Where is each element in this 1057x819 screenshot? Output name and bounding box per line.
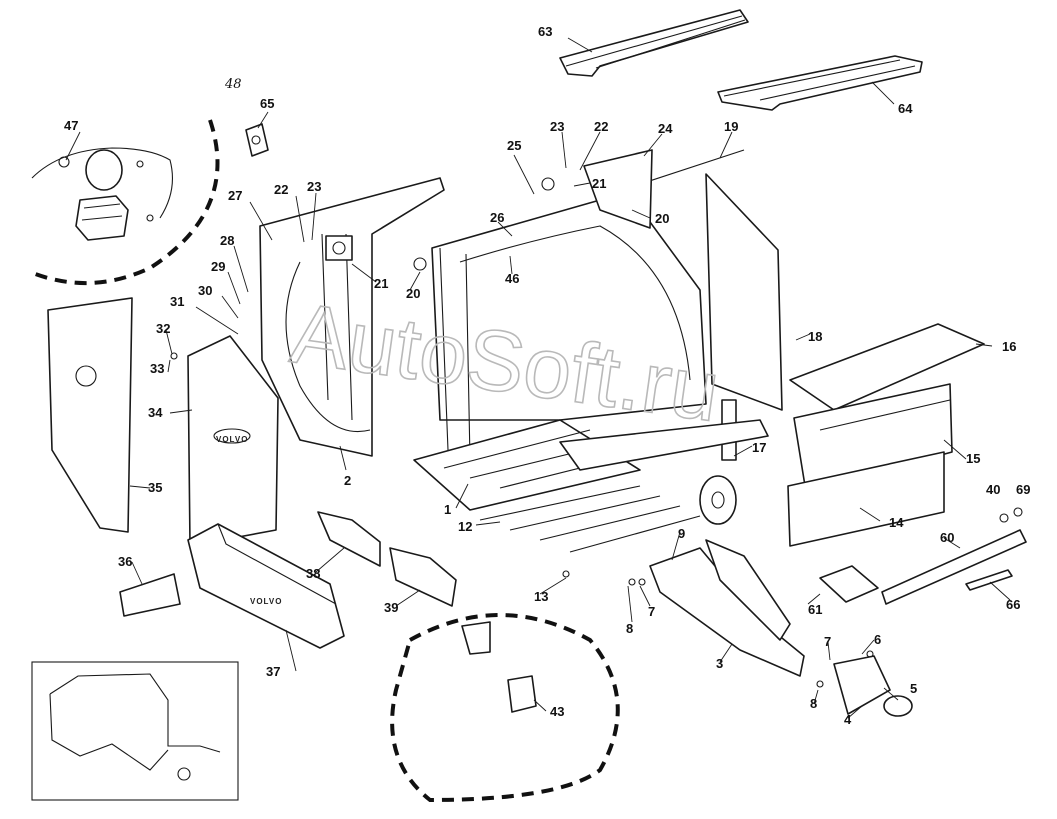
strip-66 — [965, 569, 1013, 591]
label-17: 17 — [752, 440, 766, 455]
label-26: 26 — [490, 210, 504, 225]
panel-24 — [541, 149, 653, 229]
front-frame-2 — [259, 177, 445, 457]
label-24: 24 — [658, 121, 673, 136]
label-7b: 7 — [824, 634, 831, 649]
label-16: 16 — [1002, 339, 1016, 354]
roof-rail-64 — [717, 55, 923, 111]
label-32: 32 — [156, 321, 170, 336]
label-2: 2 — [344, 473, 351, 488]
label-15: 15 — [966, 451, 980, 466]
leader-lines — [65, 37, 1011, 719]
label-46: 46 — [505, 271, 519, 286]
label-61: 61 — [808, 602, 822, 617]
label-23b: 23 — [550, 119, 564, 134]
label-37: 37 — [266, 664, 280, 679]
label-21b: 21 — [592, 176, 606, 191]
label-12: 12 — [458, 519, 472, 534]
drawbar-3 — [649, 539, 805, 677]
brand-mark-cover: VOLVO — [250, 597, 282, 606]
roof-rail-63 — [559, 9, 749, 77]
label-28: 28 — [220, 233, 234, 248]
label-47: 47 — [64, 118, 78, 133]
label-43: 43 — [550, 704, 564, 719]
label-9: 9 — [678, 526, 685, 541]
label-63: 63 — [538, 24, 552, 39]
detail-circle-48 — [29, 119, 220, 285]
fasteners — [170, 352, 1023, 688]
rear-light-assembly-47 — [31, 147, 173, 241]
label-18: 18 — [808, 329, 822, 344]
inset-silhouette — [31, 661, 239, 801]
label-31: 31 — [170, 294, 184, 309]
label-39: 39 — [384, 600, 398, 615]
label-35: 35 — [148, 480, 162, 495]
skirt-14 — [787, 451, 945, 547]
detail-circle-43 — [390, 613, 620, 803]
toolbox-15 — [793, 383, 953, 493]
label-27: 27 — [228, 188, 242, 203]
label-7a: 7 — [648, 604, 655, 619]
label-13: 13 — [534, 589, 548, 604]
label-5: 5 — [910, 681, 917, 696]
label-34: 34 — [148, 405, 163, 420]
jockey-wheel-17 — [559, 399, 769, 525]
label-64: 64 — [898, 101, 913, 116]
label-65: 65 — [260, 96, 274, 111]
label-40: 40 — [986, 482, 1000, 497]
label-60: 60 — [940, 530, 954, 545]
label-3: 3 — [716, 656, 723, 671]
plate-65 — [245, 123, 269, 157]
plate-36 — [119, 573, 181, 617]
label-33: 33 — [150, 361, 164, 376]
label-66: 66 — [1006, 597, 1020, 612]
label-69: 69 — [1016, 482, 1030, 497]
brand-mark-panel: VOLVO — [216, 435, 248, 444]
label-36: 36 — [118, 554, 132, 569]
label-21a: 21 — [374, 276, 388, 291]
label-22a: 22 — [274, 182, 288, 197]
bracket-39 — [389, 547, 457, 607]
hitch-bracket-4 — [833, 655, 913, 717]
label-8b: 8 — [810, 696, 817, 711]
label-14: 14 — [889, 515, 904, 530]
label-22b: 22 — [594, 119, 608, 134]
rear-panel-18 — [705, 173, 783, 411]
label-20a: 20 — [406, 286, 420, 301]
label-48: 48 — [224, 77, 242, 92]
toolbox-lid-16 — [789, 323, 985, 411]
part-labels: 48 63 64 47 65 23 22 24 19 25 21 20 26 4… — [64, 24, 1030, 727]
label-4: 4 — [844, 712, 852, 727]
label-25: 25 — [507, 138, 521, 153]
cover-37 — [187, 523, 345, 649]
floor-slats-12 — [479, 485, 701, 553]
clamp-43 — [461, 621, 537, 713]
label-6: 6 — [874, 632, 881, 647]
label-30: 30 — [198, 283, 212, 298]
label-29: 29 — [211, 259, 225, 274]
plate-61 — [819, 565, 879, 603]
label-38: 38 — [306, 566, 320, 581]
side-panel-34 — [187, 335, 279, 547]
label-1: 1 — [444, 502, 451, 517]
label-8a: 8 — [626, 621, 633, 636]
bracket-60 — [881, 529, 1027, 605]
side-panel-35 — [47, 297, 133, 533]
label-23a: 23 — [307, 179, 321, 194]
bracket-38 — [317, 511, 381, 567]
label-20b: 20 — [655, 211, 669, 226]
label-19: 19 — [724, 119, 738, 134]
